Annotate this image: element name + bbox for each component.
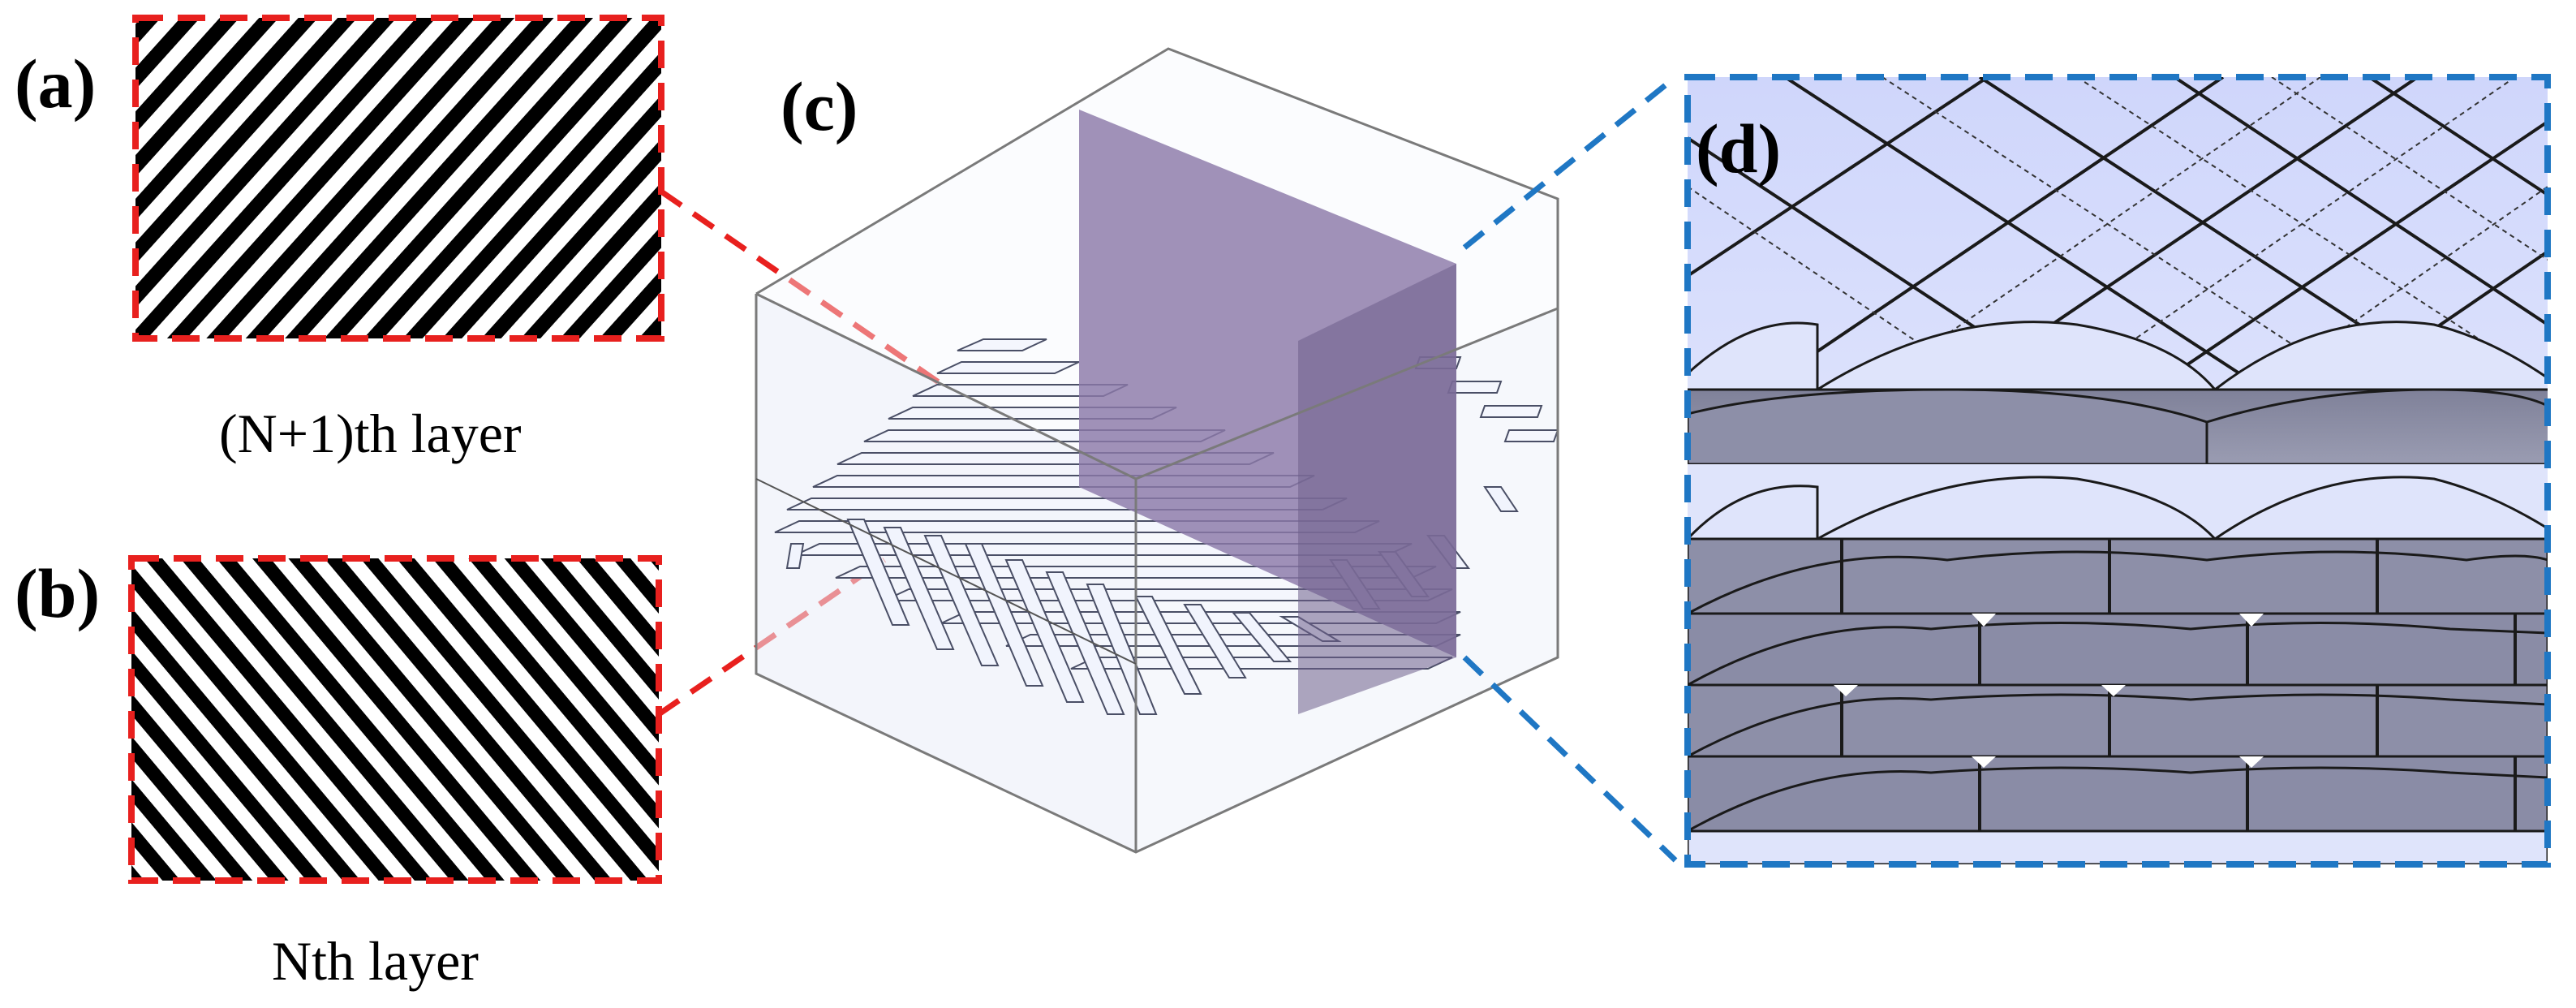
blue-connector-top [1462, 75, 1678, 250]
caption-b: Nth layer [272, 930, 479, 992]
zoom-band-1 [1688, 388, 2548, 466]
panel-label-a: (a) [15, 45, 97, 123]
red-dashed-frame-a [132, 15, 664, 342]
blue-dashed-frame-d [1684, 74, 2551, 868]
panel-label-d: (d) [1696, 110, 1782, 187]
blue-connectors [1462, 75, 1678, 863]
panel-label-b: (b) [15, 554, 101, 632]
panel-c-cube [755, 47, 1559, 854]
blue-connector-bottom [1462, 655, 1678, 863]
red-dashed-frame-b [128, 555, 662, 884]
panel-label-c: (c) [781, 67, 858, 145]
cube-edges [755, 47, 1559, 854]
zoom-arch-row-2 [1688, 464, 2548, 541]
section-plane-shade [1298, 264, 1456, 714]
stripe-pattern-b [131, 558, 659, 881]
red-connector-a [660, 189, 951, 392]
zoom-arch-row-1 [1688, 321, 2548, 391]
panel-d-zoom [1688, 77, 2548, 864]
zoom-lower-bands [1688, 537, 2548, 864]
panel-b [128, 555, 662, 884]
stripe-pattern-a [135, 18, 661, 338]
zoom-diagonal-grid [1688, 77, 2548, 375]
panel-a [132, 15, 664, 342]
caption-a: (N+1)th layer [219, 403, 522, 464]
